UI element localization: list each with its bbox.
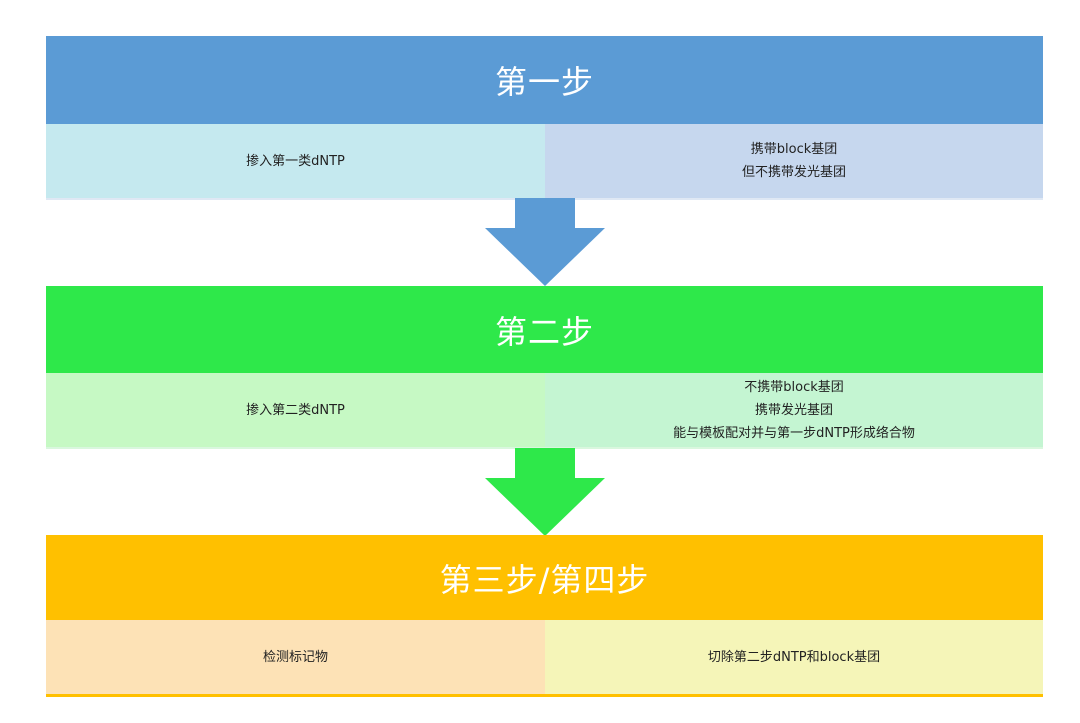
step-3-title: 第三步/第四步 <box>46 535 1043 620</box>
step-1-right-cell: 携带block基团 但不携带发光基团 <box>545 124 1043 198</box>
step-2-row: 掺入第二类dNTP 不携带block基团 携带发光基团 能与模板配对并与第一步d… <box>46 373 1043 449</box>
step-2-left-cell: 掺入第二类dNTP <box>46 373 545 447</box>
step-2-right-line-3: 能与模板配对并与第一步dNTP形成络合物 <box>673 425 915 441</box>
step-1-row: 掺入第一类dNTP 携带block基团 但不携带发光基团 <box>46 124 1043 200</box>
step-3-left-cell: 检测标记物 <box>46 620 545 694</box>
step-2-right-cell: 不携带block基团 携带发光基团 能与模板配对并与第一步dNTP形成络合物 <box>545 373 1043 447</box>
step-1-right-line-2: 但不携带发光基团 <box>741 165 846 180</box>
step-1-title: 第一步 <box>46 36 1043 124</box>
step-2-title: 第二步 <box>46 286 1043 373</box>
step-1-right-line-1: 携带block基团 <box>750 142 838 157</box>
step-1-left-cell: 掺入第一类dNTP <box>46 124 545 198</box>
step-3-left-line-1: 检测标记物 <box>262 649 328 665</box>
step-2-right-line-1: 不携带block基团 <box>744 379 844 395</box>
step-1-block: 第一步 掺入第一类dNTP 携带block基团 但不携带发光基团 <box>46 36 1043 200</box>
step-3-row: 检测标记物 切除第二步dNTP和block基团 <box>46 620 1043 697</box>
down-arrow-icon <box>485 198 605 286</box>
step-2-left-line-1: 掺入第二类dNTP <box>246 402 345 418</box>
down-arrow-icon <box>485 448 605 536</box>
step-3-right-line-1: 切除第二步dNTP和block基团 <box>707 649 881 665</box>
step-1-left-line-1: 掺入第一类dNTP <box>246 153 345 169</box>
step-2-block: 第二步 掺入第二类dNTP 不携带block基团 携带发光基团 能与模板配对并与… <box>46 286 1043 449</box>
step-3-block: 第三步/第四步 检测标记物 切除第二步dNTP和block基团 <box>46 535 1043 697</box>
step-3-right-cell: 切除第二步dNTP和block基团 <box>545 620 1043 694</box>
step-2-right-line-2: 携带发光基团 <box>754 402 833 418</box>
